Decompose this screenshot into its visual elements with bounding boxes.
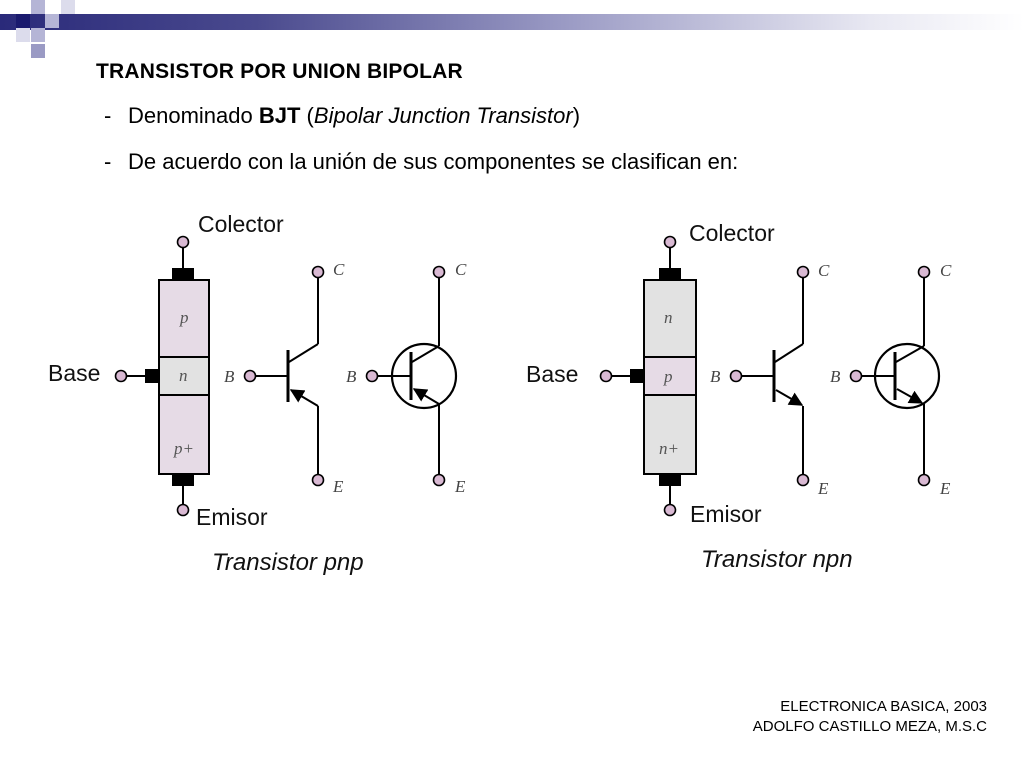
collector-label: Colector (198, 211, 284, 237)
npn-block-diagram: Colector Base Emisor n p n+ (526, 220, 775, 527)
collector-terminal (663, 235, 677, 249)
emitter-contact (659, 474, 681, 486)
b-terminal (243, 369, 257, 383)
corner-square-decoration (45, 14, 59, 28)
bullet-bjt: -Denominado BJT (Bipolar Junction Transi… (104, 103, 580, 129)
layer-label: p+ (173, 439, 194, 458)
collector-label: Colector (689, 220, 775, 246)
layer-label: n+ (659, 439, 679, 458)
emitter-contact (172, 474, 194, 486)
b-terminal (849, 369, 863, 383)
symbol-b-label: B (710, 367, 721, 386)
base-terminal (114, 369, 128, 383)
symbol-e-label: E (332, 477, 344, 496)
collector-contact (172, 268, 194, 280)
corner-square-decoration (61, 0, 75, 14)
npn-circle-symbol: C B E (830, 261, 952, 498)
c-terminal (796, 265, 810, 279)
e-terminal (432, 473, 446, 487)
corner-square-decoration (16, 28, 30, 42)
c-terminal (432, 265, 446, 279)
pnp-block-diagram: Colector Base Emisor p n p+ (48, 211, 284, 530)
corner-square-decoration (31, 44, 45, 58)
symbol-c-label: C (818, 261, 830, 280)
e-terminal (917, 473, 931, 487)
emitter-terminal (663, 503, 677, 517)
circle-b-label: B (830, 367, 841, 386)
symbol-c-label: C (333, 260, 345, 279)
layer-p (158, 279, 210, 358)
bullet-close-paren: ) (572, 103, 581, 128)
circle-b-label: B (346, 367, 357, 386)
footer-line-author: ADOLFO CASTILLO MEZA, M.S.C (752, 718, 987, 735)
collector-terminal (176, 235, 190, 249)
base-terminal (599, 369, 613, 383)
bullet-bold-acronym: BJT (258, 103, 301, 128)
footer-credits: ELECTRONICA BASICA, 2003 ADOLFO CASTILLO… (753, 697, 987, 737)
bullet-prefix: Denominado (128, 103, 259, 128)
layer-label: p (663, 367, 673, 386)
circle-c-label: C (940, 261, 952, 280)
npn-caption: Transistor npn (701, 546, 853, 573)
emitter-label: Emisor (196, 504, 268, 530)
base-contact (630, 369, 644, 383)
layer-label: n (179, 366, 188, 385)
c-terminal (311, 265, 325, 279)
layer-p-plus (158, 394, 210, 475)
layer-n (158, 356, 210, 396)
bullet-italic-expansion: Bipolar Junction Transistor (313, 103, 573, 128)
corner-square-decoration (31, 28, 45, 42)
layer-n-plus (643, 394, 697, 475)
corner-square-decoration (16, 14, 30, 28)
circle-e-label: E (454, 477, 466, 496)
bullet-classification: -De acuerdo con la unión de sus componen… (104, 149, 738, 175)
bullet-text: De acuerdo con la unión de sus component… (128, 149, 739, 174)
bullet-open-paren: ( (300, 103, 314, 128)
base-contact (145, 369, 159, 383)
pnp-circle-symbol: C B E (346, 260, 467, 496)
layer-label: p (179, 308, 189, 327)
symbol-e-label: E (817, 479, 829, 498)
e-terminal (311, 473, 325, 487)
base-label: Base (526, 361, 578, 387)
b-terminal (365, 369, 379, 383)
e-terminal (796, 473, 810, 487)
npn-schematic-symbol: C B E (710, 261, 830, 498)
header-gradient-bar (0, 14, 1024, 30)
base-label: Base (48, 360, 100, 386)
bullet-dash: - (104, 149, 112, 174)
circle-e-label: E (939, 479, 951, 498)
b-terminal (729, 369, 743, 383)
slide-title: TRANSISTOR POR UNION BIPOLAR (96, 60, 463, 83)
corner-square-decoration (31, 0, 45, 14)
symbol-b-label: B (224, 367, 235, 386)
bullet-dash: - (104, 103, 112, 128)
pnp-caption: Transistor pnp (212, 549, 364, 576)
circle-c-label: C (455, 260, 467, 279)
pnp-schematic-symbol: C B E (224, 260, 345, 496)
emitter-label: Emisor (690, 501, 762, 527)
layer-label: n (664, 308, 673, 327)
emitter-terminal (176, 503, 190, 517)
collector-contact (659, 268, 681, 280)
footer-line-course: ELECTRONICA BASICA, 2003 (780, 698, 987, 715)
c-terminal (917, 265, 931, 279)
